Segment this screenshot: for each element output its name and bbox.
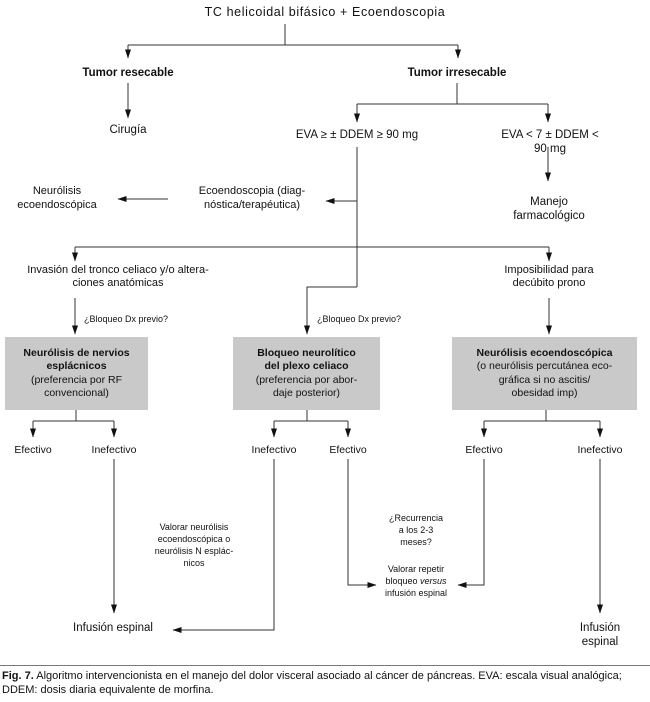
node-tumor-resecable: Tumor resecable [82, 67, 174, 79]
outcome-efectivo-1: Efectivo [14, 444, 52, 456]
annotation-recurrencia: ¿Recurrencia a los 2-3 meses? [388, 513, 444, 547]
connector-main-stem [117, 147, 358, 287]
root-node: TC helicoidal bifásico + Ecoendoscopia [204, 5, 446, 19]
node-invasion-tronco-celiaco: Invasión del tronco celiaco y/o altera- … [27, 264, 209, 289]
box-title: Neurólisis de nervios esplácnicos [23, 346, 130, 373]
outcome-efectivo-3: Efectivo [465, 444, 503, 456]
figure-caption: Fig. 7. Algoritmo intervencionista en el… [2, 670, 648, 697]
outcome-inefectivo-1: Inefectivo [91, 444, 137, 456]
box-title: Bloqueo neurolítico del plexo celiaco [257, 346, 356, 373]
node-neurolisis-ecoendoscopica: Neurólisis ecoendoscópica [17, 185, 97, 211]
box-bloqueo-plexo-celiaco: Bloqueo neurolítico del plexo celiaco (p… [233, 337, 380, 410]
node-cirugia: Cirugía [109, 124, 147, 136]
label-bloqueo-dx-previo-1: ¿Bloqueo Dx previo? [84, 314, 169, 324]
connector-criteria-split [72, 246, 552, 262]
annotation-valorar-neurolisis: Valorar neurólisis ecoendoscópica o neur… [154, 522, 234, 568]
node-eva-low: EVA < 7 ± DDEM < 90 mg [501, 129, 599, 155]
node-eva-high: EVA ≥ ± DDEM ≥ 90 mg [295, 129, 419, 141]
box-neurolisis-ecoendoscopica: Neurólisis ecoendoscópica (o neurólisis … [452, 337, 637, 410]
node-tumor-irresecable: Tumor irresecable [407, 67, 507, 79]
label-bloqueo-dx-previo-2: ¿Bloqueo Dx previo? [317, 314, 402, 324]
caption-text: Algoritmo intervencionista en el manejo … [2, 670, 622, 696]
box-subtitle: (preferencia por RF convencional) [30, 373, 123, 400]
connector-stem-box2 [304, 286, 357, 335]
annotation-text: Valorar repetir bloqueo [385, 564, 445, 586]
connector-box2-outcomes [271, 410, 351, 438]
annotation-versus: versus [420, 576, 447, 586]
connector-effective3-repeat [457, 459, 485, 588]
connector-box3-outcomes [481, 410, 603, 438]
annotation-valorar-repetir: Valorar repetir bloqueo versus infusión … [385, 563, 447, 599]
connector-box1-outcomes [30, 410, 117, 438]
annotation-text: infusión espinal [384, 588, 448, 598]
node-infusion-espinal-2: Infusión espinal [579, 622, 621, 648]
connector-unresectable-split [354, 83, 551, 123]
connector-ineffective2-spinal [172, 459, 275, 633]
box-subtitle: (o neurólisis percutánea eco- gráfica si… [476, 360, 613, 399]
connector-effective2-repeat [347, 459, 377, 588]
node-ecoendoscopia: Ecoendoscopia (diag- nóstica/terapéutica… [198, 185, 306, 211]
outcome-inefectivo-3: Inefectivo [577, 444, 623, 456]
box-neurolisis-esplacnicos: Neurólisis de nervios esplácnicos (prefe… [5, 337, 148, 410]
box-subtitle: (preferencia por abor- daje posterior) [255, 373, 358, 400]
box-title: Neurólisis ecoendoscópica [476, 346, 613, 359]
outcome-efectivo-2: Efectivo [329, 444, 367, 456]
caption-divider [0, 665, 650, 666]
node-infusion-espinal-1: Infusión espinal [73, 622, 153, 634]
caption-figure-number: Fig. 7. [2, 670, 34, 682]
node-manejo-farmacologico: Manejo farmacológico [513, 196, 585, 222]
node-imposibilidad-decubito: Imposibilidad para decúbito prono [504, 264, 594, 289]
connector-root-split [125, 24, 461, 59]
outcome-inefectivo-2: Inefectivo [251, 444, 297, 456]
